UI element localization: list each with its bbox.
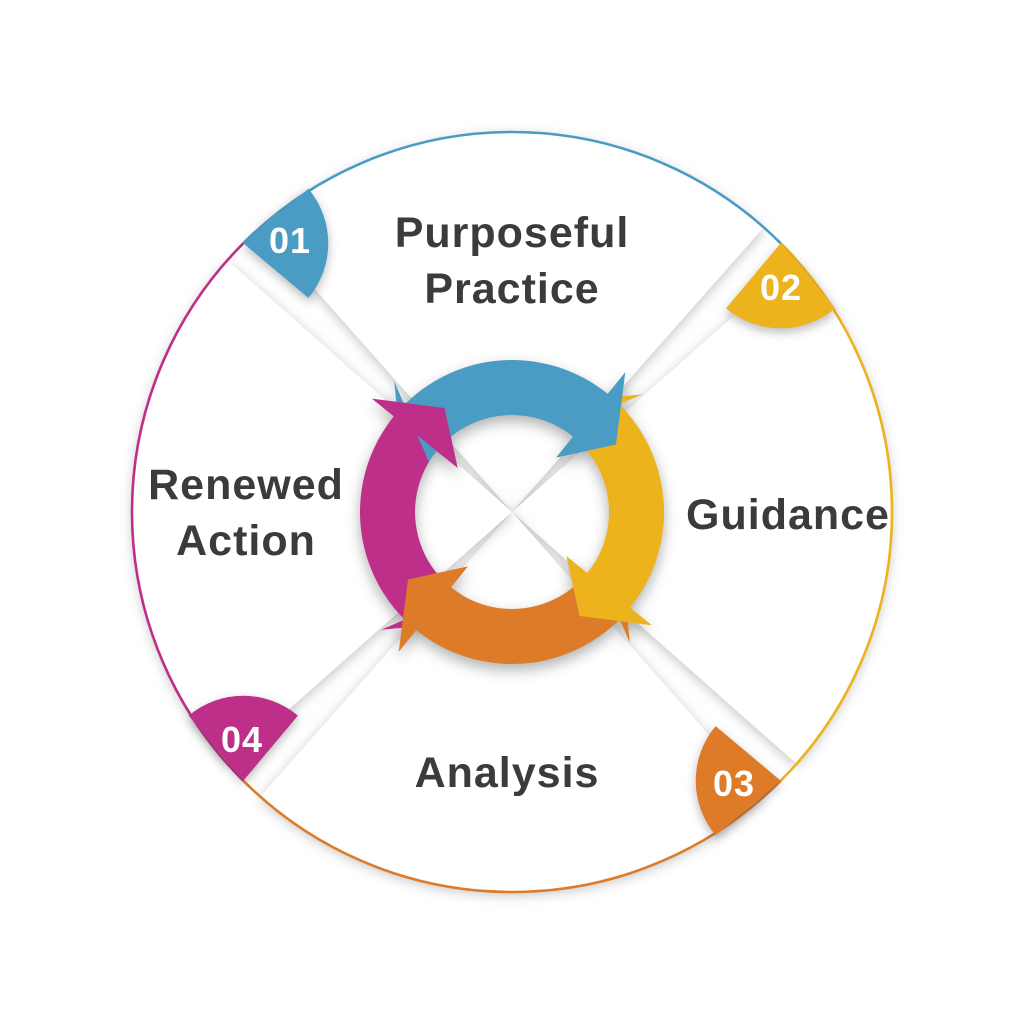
badge-number-04: 04 (221, 719, 263, 760)
cycle-arrow-guidance (562, 394, 664, 626)
step-badge-03: 03 (695, 726, 781, 836)
step-badge-04: 04 (188, 695, 298, 781)
cycle-arrow-analysis (398, 562, 630, 664)
cycle-arrow-renewed-action (360, 398, 462, 630)
outer-arc-bottom (242, 779, 782, 894)
badge-number-01: 01 (269, 220, 311, 261)
step-badge-01: 01 (243, 188, 329, 298)
center-cycle-arrows (360, 360, 664, 664)
label-guidance: Guidance (686, 491, 890, 539)
badge-shape-01 (243, 188, 329, 298)
outer-arc-top (242, 130, 782, 245)
outer-arc-right (779, 242, 894, 782)
quadrant-segments (131, 131, 893, 893)
badge-shape-03 (695, 726, 781, 836)
step-badges: 01 02 03 04 (188, 188, 836, 836)
label-renewed-action-line1: Renewed (148, 461, 344, 509)
cycle-arrow-renewed-action-head (372, 398, 458, 468)
segment-renewed-action (131, 260, 513, 764)
outer-arc-left (130, 242, 245, 782)
label-analysis: Analysis (415, 749, 600, 797)
segment-guidance (512, 260, 893, 764)
segment-purposeful-practice (260, 131, 764, 512)
badge-number-02: 02 (760, 267, 802, 308)
label-purposeful-practice-line1: Purposeful (395, 209, 630, 257)
badge-number-03: 03 (713, 763, 755, 804)
cycle-arrow-purposeful-practice (394, 360, 626, 462)
label-purposeful-practice-line2: Practice (424, 265, 599, 313)
segment-labels: Purposeful Practice Guidance Analysis Re… (148, 209, 890, 797)
outer-ring-arcs (130, 130, 894, 894)
label-renewed-action-line2: Action (176, 517, 316, 565)
badge-shape-02 (726, 243, 836, 329)
segment-analysis (260, 512, 764, 893)
badge-shape-04 (188, 695, 298, 781)
step-badge-02: 02 (726, 243, 836, 329)
